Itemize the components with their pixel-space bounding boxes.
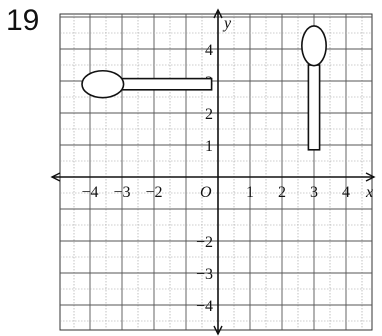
y-axis-arrow-top — [213, 8, 223, 19]
y-axis-arrow-bottom — [213, 325, 223, 336]
origin-label: O — [200, 184, 212, 201]
spoon-horizontal — [81, 69, 213, 99]
problem-number: 19 — [6, 4, 40, 37]
x-axis-arrow-left — [50, 172, 61, 182]
y-tick-label: 4 — [205, 42, 213, 59]
spoon-handle — [307, 64, 321, 151]
y-tick-label: −2 — [196, 234, 213, 251]
spoon-bowl — [301, 25, 327, 67]
grid — [59, 13, 373, 331]
spoon-handle — [121, 77, 213, 91]
tick-labels: −4−3−212344321−2−3−4 — [81, 42, 350, 315]
x-tick-label: −3 — [113, 184, 130, 201]
spoon-bowl — [81, 69, 125, 99]
y-tick-label: −4 — [196, 298, 213, 315]
x-axis-arrow-right — [365, 172, 376, 182]
x-tick-label: 4 — [342, 184, 350, 201]
x-tick-label: 2 — [278, 184, 286, 201]
grid-border — [59, 13, 373, 331]
spoon-vertical — [301, 25, 327, 151]
y-tick-label: 2 — [205, 106, 213, 123]
x-tick-label: −4 — [81, 184, 98, 201]
x-tick-label: −2 — [145, 184, 162, 201]
x-tick-label: 3 — [310, 184, 318, 201]
axes — [50, 8, 376, 336]
x-axis-label: x — [365, 184, 373, 201]
shapes — [81, 25, 327, 151]
y-tick-label: −3 — [196, 266, 213, 283]
x-tick-label: 1 — [246, 184, 254, 201]
y-tick-label: 1 — [205, 138, 213, 155]
y-axis-label: y — [222, 15, 232, 32]
